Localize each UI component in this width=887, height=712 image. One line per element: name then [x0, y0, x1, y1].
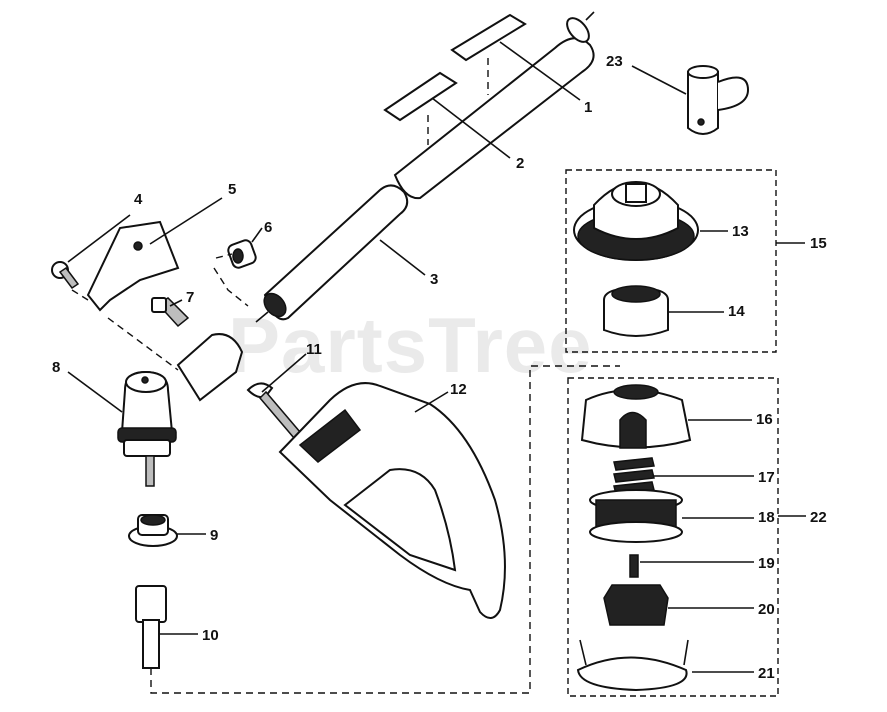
spring-17[interactable] — [613, 457, 655, 495]
bolt-7[interactable] — [151, 297, 190, 328]
wing-screw-11[interactable] — [246, 382, 302, 440]
pin-19[interactable] — [629, 554, 639, 578]
spacer-6[interactable] — [227, 239, 258, 270]
callout-3: 3 — [430, 271, 438, 288]
leader-lines — [67, 41, 806, 673]
callout-10: 10 — [202, 627, 219, 644]
callout-22: 22 — [810, 509, 827, 526]
callout-12: 12 — [450, 381, 467, 398]
callout-17: 17 — [758, 469, 775, 486]
callout-21: 21 — [758, 665, 775, 682]
callout-23: 23 — [606, 53, 623, 70]
callout-5: 5 — [228, 181, 236, 198]
spool-18[interactable] — [589, 489, 683, 543]
gear-head-8[interactable] — [117, 333, 244, 487]
callout-11: 11 — [306, 341, 322, 358]
callout-1: 1 — [584, 99, 592, 116]
wrench-23[interactable] — [687, 65, 750, 135]
shaft-label-2[interactable] — [383, 71, 458, 122]
kit-box-22 — [567, 377, 779, 697]
head-13[interactable] — [573, 181, 699, 261]
lower-shaft[interactable] — [255, 184, 409, 323]
callout-13: 13 — [732, 223, 749, 240]
shaft-label-1[interactable] — [450, 13, 527, 62]
hub-20[interactable] — [603, 584, 669, 626]
knob-14[interactable] — [603, 285, 669, 337]
callout-9: 9 — [210, 527, 218, 544]
guard-12[interactable] — [278, 382, 506, 619]
callout-4: 4 — [134, 191, 143, 208]
callout-19: 19 — [758, 555, 775, 572]
screw-4[interactable] — [51, 261, 80, 290]
callout-7: 7 — [186, 289, 194, 306]
upper-shaft[interactable] — [393, 11, 595, 200]
bolt-10[interactable] — [135, 585, 167, 669]
callout-8: 8 — [52, 359, 60, 376]
kit-box-15 — [565, 169, 777, 353]
callout-15: 15 — [810, 235, 827, 252]
callout-14: 14 — [728, 303, 745, 320]
callout-6: 6 — [264, 219, 272, 236]
callout-20: 20 — [758, 601, 775, 618]
housing-16[interactable] — [580, 384, 692, 449]
cover-21[interactable] — [576, 639, 689, 692]
callout-2: 2 — [516, 155, 524, 172]
callout-16: 16 — [756, 411, 773, 428]
flange-9[interactable] — [128, 514, 178, 547]
callout-18: 18 — [758, 509, 775, 526]
bracket-5[interactable] — [86, 220, 180, 312]
